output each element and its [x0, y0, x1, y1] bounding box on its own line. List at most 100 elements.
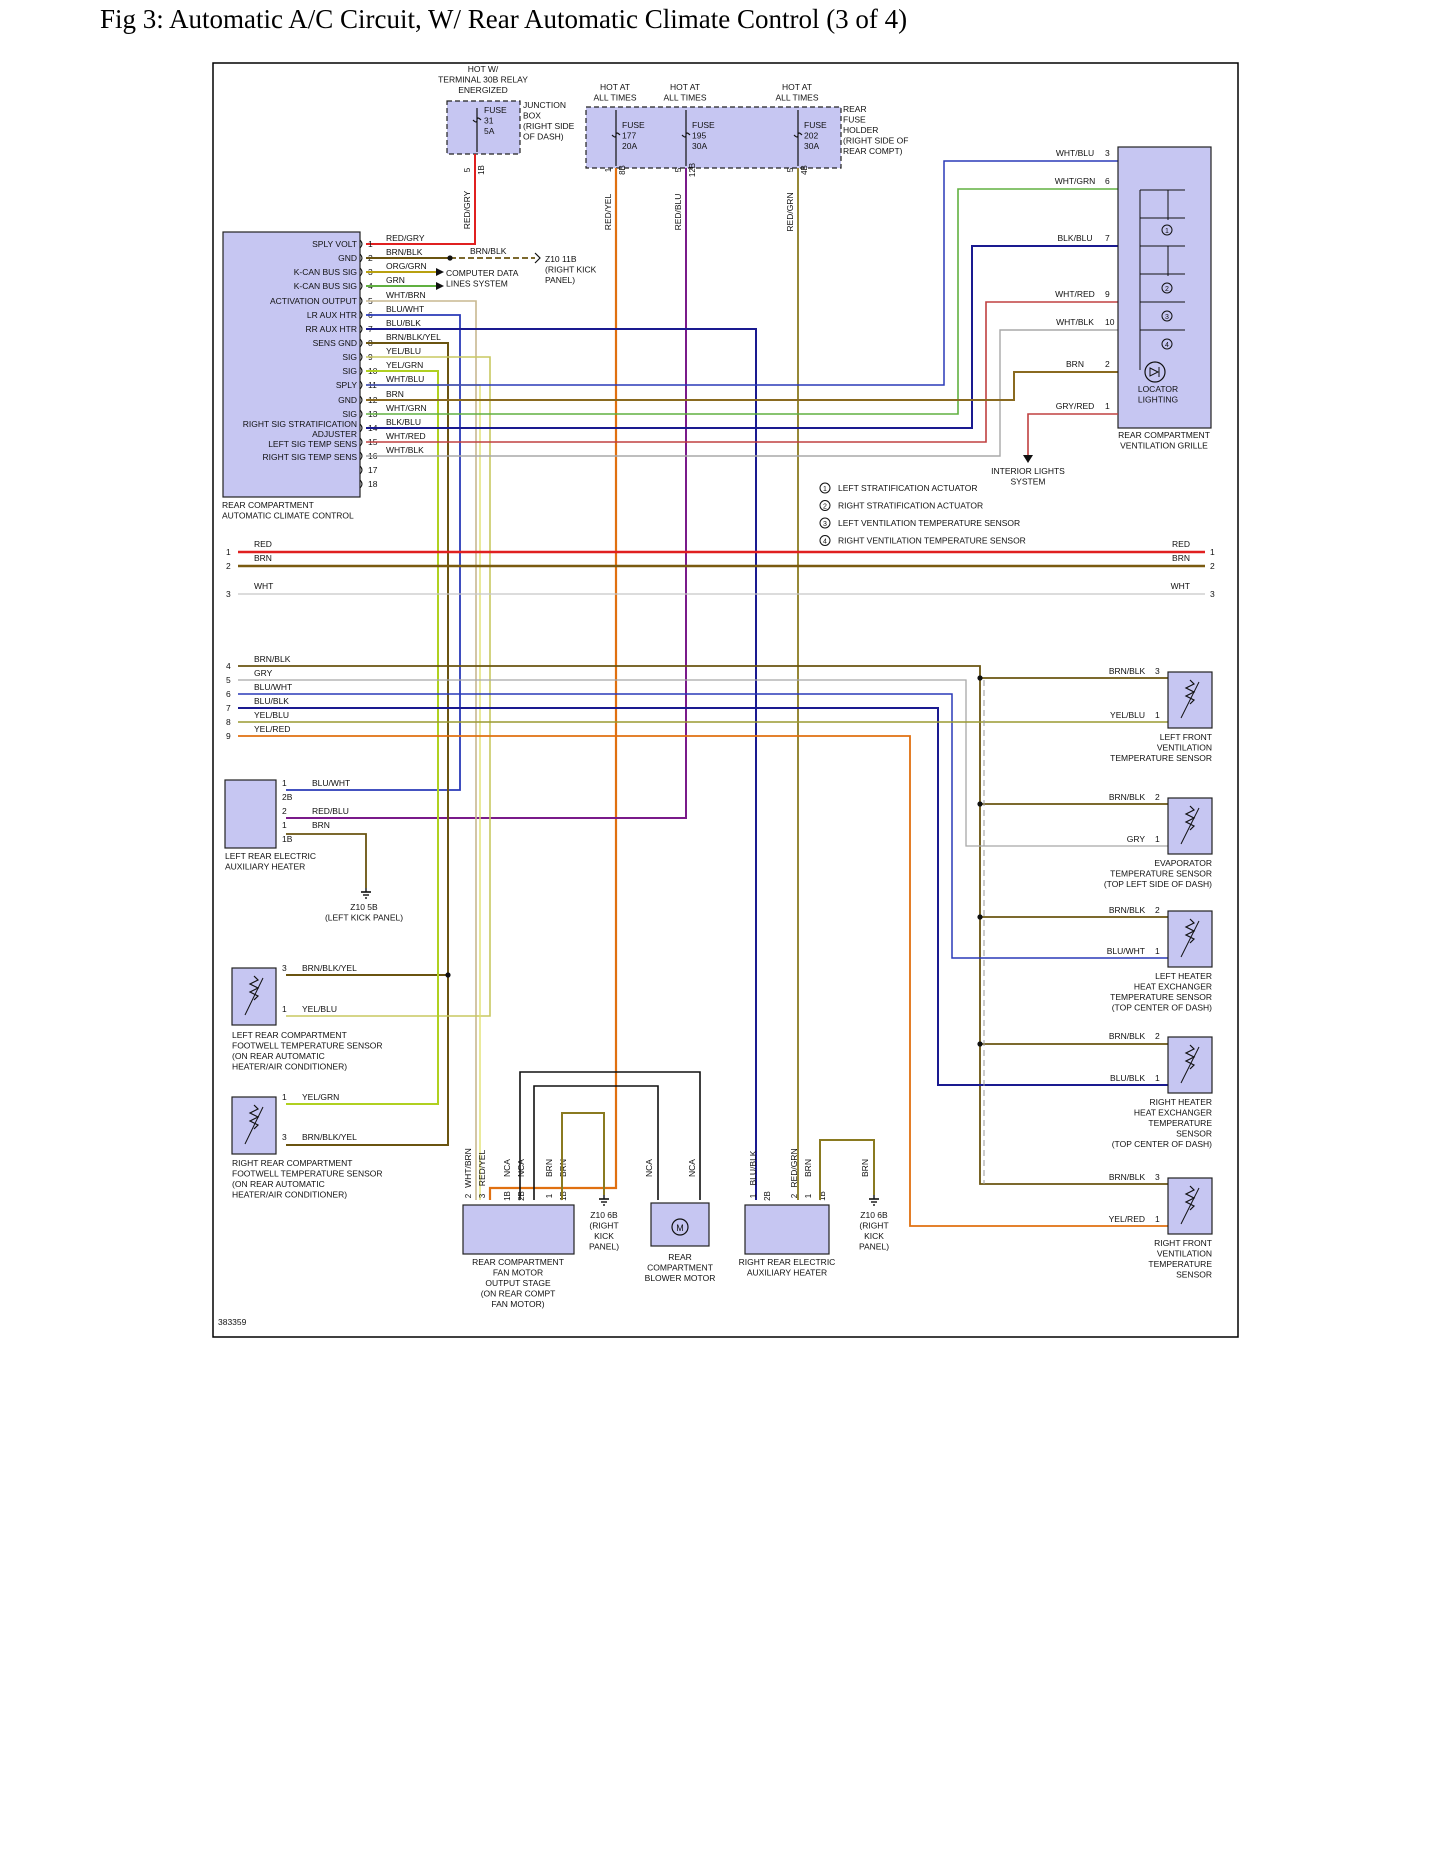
label: VENTILATION — [1157, 743, 1212, 753]
locator-led-icon — [1144, 361, 1166, 383]
label: ENERGIZED — [458, 85, 508, 95]
label: 30A — [692, 141, 707, 151]
bus-yel-red — [238, 735, 1168, 1227]
label: BRN — [254, 553, 272, 563]
locator-led-icon — [1149, 367, 1160, 377]
label: FUSE — [804, 120, 827, 130]
connector-icon — [359, 366, 363, 376]
label: BLU/WHT — [312, 778, 350, 788]
fan-pin-number: 2 — [464, 1193, 473, 1198]
label: WHT — [1171, 581, 1190, 591]
ecu-wire-label: WHT/GRN — [386, 403, 427, 413]
wire-brn-blk-yel — [286, 342, 449, 1146]
label: FUSE — [622, 120, 645, 130]
label: 5 — [226, 675, 231, 685]
label: 3 — [282, 963, 287, 973]
sensor-pin-number: 1 — [1155, 710, 1160, 720]
figure-title: Fig 3: Automatic A/C Circuit, W/ Rear Au… — [100, 4, 908, 34]
grille-wire-label: WHT/BLU — [1056, 148, 1094, 158]
ecu-wire-label: YEL/GRN — [386, 360, 423, 370]
wire-brn-ground — [286, 833, 367, 888]
label: YEL/BLU — [254, 710, 289, 720]
label: FUSE — [484, 105, 507, 115]
fan-wire-label: RED/YEL — [477, 1150, 487, 1187]
label: RED/YEL — [603, 194, 613, 231]
label: REAR — [668, 1252, 692, 1262]
wire-brn — [366, 371, 1118, 401]
label: 4B — [800, 165, 809, 175]
label: 3 — [1210, 589, 1215, 599]
legend-circle-icon — [1161, 310, 1173, 322]
legend-circle-icon — [819, 535, 831, 546]
rr-pin-number: 2B — [763, 1191, 772, 1201]
legend-circle-icon — [1161, 224, 1173, 236]
label: (TOP CENTER OF DASH) — [1112, 1139, 1212, 1149]
ecu-wire-label: WHT/RED — [386, 431, 426, 441]
label: REAR COMPARTMENT — [222, 500, 314, 510]
label: PANEL) — [545, 275, 575, 285]
sensor-wire-label: BLU/BLK — [1110, 1073, 1145, 1083]
ecu-wire-label: BLU/BLK — [386, 318, 421, 328]
fan-wire-label: BRN — [544, 1159, 554, 1177]
label: 12B — [688, 163, 697, 177]
label: (RIGHT — [859, 1221, 888, 1231]
arrow-down-icon — [1023, 455, 1033, 463]
fan-pin-number: 1 — [545, 1193, 554, 1198]
splice-dot — [445, 972, 451, 978]
wire-brn — [561, 1112, 605, 1200]
thermistor-icon — [244, 977, 264, 1016]
label: (LEFT KICK PANEL) — [325, 913, 403, 923]
wire-wht-brn — [366, 300, 477, 1200]
label: 1B — [282, 834, 293, 844]
rear-blower-motor — [650, 1202, 710, 1247]
connector-icon — [359, 380, 363, 390]
label: LINES SYSTEM — [446, 279, 508, 289]
label: FOOTWELL TEMPERATURE SENSOR — [232, 1041, 383, 1051]
label: AUXILIARY HEATER — [225, 862, 305, 872]
ecu-pin-label: LEFT SIG TEMP SENS — [268, 439, 357, 449]
rr-wire-label: RED/GRN — [789, 1148, 799, 1187]
left-rear-electric-auxiliary-heater — [224, 779, 277, 849]
label: AUTOMATIC CLIMATE CONTROL — [222, 511, 354, 521]
ecu-wire-label: BLK/BLU — [386, 417, 421, 427]
ecu-pin-label: GND — [338, 253, 357, 263]
wire-blk-blu — [366, 245, 1118, 429]
fuse-icon — [681, 110, 691, 166]
label: 1 — [282, 1004, 287, 1014]
label: RED/BLU — [673, 194, 683, 231]
sensor-wire-label: BRN/BLK — [1109, 792, 1146, 802]
label: Z10 11B — [545, 254, 577, 264]
label: FUSE — [692, 120, 715, 130]
ecu-wire-label: WHT/BLK — [386, 445, 424, 455]
connector-icon — [359, 451, 363, 461]
right-rear-electric-auxiliary-heater — [744, 1204, 830, 1255]
grille-pin-number: 6 — [1105, 176, 1110, 186]
ecu-wire-label: RED/GRY — [386, 233, 425, 243]
grille-pin-number: 1 — [1105, 401, 1110, 411]
ecu-wire-label: WHT/BLU — [386, 374, 424, 384]
label: 4 — [226, 661, 231, 671]
sensor-wire-label: GRY — [1127, 834, 1146, 844]
ecu-pin-label: ADJUSTER — [312, 429, 357, 439]
sensor-pin-number: 1 — [1155, 1214, 1160, 1224]
thermistor-icon — [1180, 1187, 1200, 1225]
fan-wire-label: WHT/BRN — [463, 1148, 473, 1188]
ecu-pin-label: SIG — [342, 366, 357, 376]
sensor-wire-label: BRN/BLK — [1109, 666, 1146, 676]
diagram-frame — [212, 62, 1239, 1338]
label: REAR COMPARTMENT — [1118, 430, 1210, 440]
grille-pin-number: 3 — [1105, 148, 1110, 158]
label: HOT W/ — [468, 64, 499, 74]
label: 2 — [823, 504, 827, 511]
motor-icon — [671, 1218, 689, 1236]
legend-circle-icon — [819, 517, 831, 529]
label: Z10 6B — [590, 1210, 618, 1220]
label: SENSOR — [1176, 1270, 1212, 1280]
label: NCA — [644, 1159, 654, 1177]
label: (TOP CENTER OF DASH) — [1112, 1003, 1212, 1013]
connector-icon — [534, 252, 541, 264]
label: (ON REAR COMPT — [481, 1289, 556, 1299]
connector-icon — [359, 437, 363, 447]
label: 1 — [604, 167, 613, 172]
label: 3 — [1165, 314, 1169, 321]
